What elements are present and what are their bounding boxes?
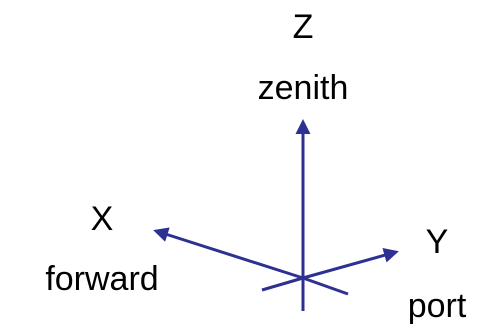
x-axis-letter: X [91,200,114,238]
x-axis-arrow [153,227,304,280]
y-axis-name: port [408,287,467,325]
x-axis-name: forward [45,260,158,298]
y-axis-letter: Y [426,223,449,261]
y-axis-arrow [302,248,399,280]
x-axis-negative-stub [302,276,349,296]
z-axis-name: zenith [258,69,349,107]
y-axis-negative-stub [261,276,304,292]
z-axis-letter: Z [293,8,314,46]
